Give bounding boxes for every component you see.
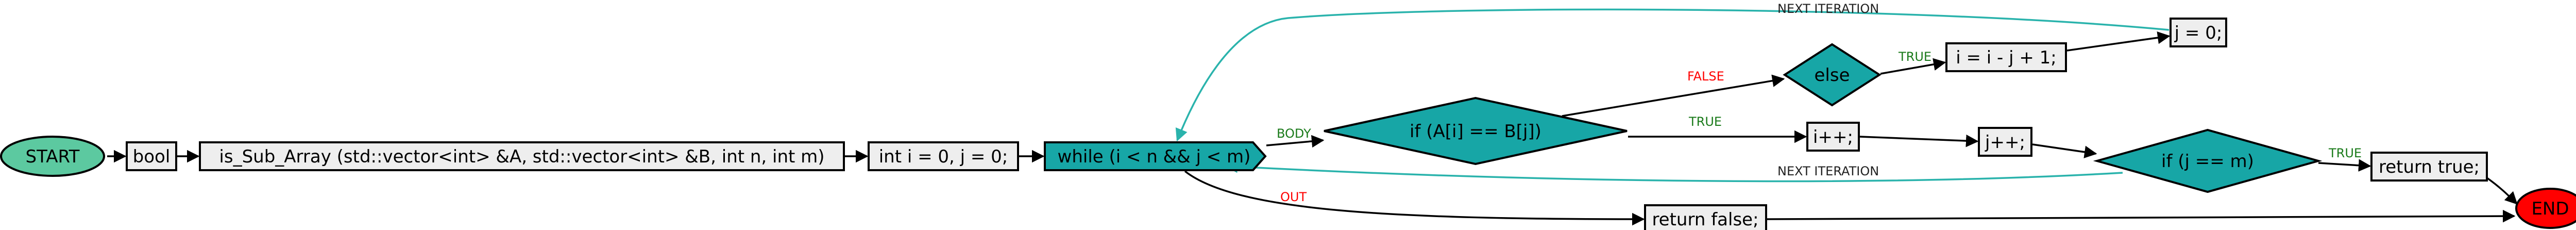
end-label: END bbox=[2531, 199, 2569, 219]
init-label: int i = 0, j = 0; bbox=[879, 146, 1008, 167]
while-label: while (i < n && j < m) bbox=[1058, 146, 1251, 167]
signature-node: is_Sub_Array (std::vector<int> &A, std::… bbox=[199, 141, 845, 171]
return-false-label: return false; bbox=[1652, 209, 1758, 230]
label-true-else: TRUE bbox=[1898, 50, 1931, 64]
bool-label: bool bbox=[133, 146, 171, 167]
edge-else-reset-i bbox=[1880, 58, 1946, 75]
reset-j-node: j = 0; bbox=[2170, 18, 2227, 47]
edge-reset-j-while-loop bbox=[1175, 8, 2170, 142]
label-next-iteration-bottom: NEXT ITERATION bbox=[1777, 164, 1879, 178]
return-true-label: return true; bbox=[2379, 157, 2480, 177]
reset-i-label: i = i - j + 1; bbox=[1956, 47, 2057, 68]
end-node: END bbox=[2515, 188, 2576, 229]
edges bbox=[107, 8, 2518, 226]
inc-i-node: i++; bbox=[1806, 122, 1860, 152]
edge-labels: BODY OUT FALSE TRUE TRUE TRUE NEXT ITERA… bbox=[1277, 2, 2362, 204]
edge-return-true-end bbox=[2483, 174, 2518, 205]
edge-inc-j-if-jm bbox=[2032, 143, 2097, 158]
inc-j-label: j++; bbox=[1985, 132, 2025, 153]
start-node: START bbox=[0, 136, 105, 177]
if-jm-label: if (j == m) bbox=[2161, 151, 2254, 172]
label-true-jm: TRUE bbox=[2328, 146, 2362, 160]
reset-j-label: j = 0; bbox=[2174, 23, 2223, 43]
label-body: BODY bbox=[1277, 126, 1311, 141]
label-next-iteration-top: NEXT ITERATION bbox=[1777, 2, 1879, 16]
edge-while-return-false bbox=[1184, 170, 1645, 226]
init-node: int i = 0, j = 0; bbox=[868, 141, 1019, 171]
if-jm-node: if (j == m) bbox=[2093, 128, 2323, 193]
inc-i-label: i++; bbox=[1813, 127, 1853, 147]
if-eq-label: if (A[i] == B[j]) bbox=[1410, 121, 1541, 142]
else-label: else bbox=[1815, 65, 1850, 86]
edge-return-false-end bbox=[1767, 209, 2516, 223]
return-false-node: return false; bbox=[1644, 204, 1767, 230]
while-node: while (i < n && j < m) bbox=[1044, 141, 1267, 171]
if-eq-node: if (A[i] == B[j]) bbox=[1324, 96, 1628, 166]
edge-inc-i-inc-j bbox=[1859, 134, 1979, 147]
else-node: else bbox=[1783, 43, 1882, 107]
label-out: OUT bbox=[1280, 190, 1307, 204]
return-true-node: return true; bbox=[2370, 152, 2488, 182]
reset-i-node: i = i - j + 1; bbox=[1945, 42, 2067, 72]
label-true-if: TRUE bbox=[1688, 114, 1722, 129]
edge-if-jm-while-loop bbox=[1225, 160, 2123, 183]
edge-while-if-eq bbox=[1266, 135, 1325, 148]
start-label: START bbox=[26, 146, 80, 167]
edge-reset-i-reset-j bbox=[2066, 31, 2171, 52]
signature-label: is_Sub_Array (std::vector<int> &A, std::… bbox=[219, 146, 824, 167]
edge-if-jm-return-true bbox=[2318, 159, 2371, 172]
nodes: START bool is_Sub_Array (std::vector<int… bbox=[0, 18, 2576, 230]
edge-if-eq-else bbox=[1562, 74, 1785, 117]
bool-node: bool bbox=[126, 141, 177, 171]
inc-j-node: j++; bbox=[1978, 127, 2032, 157]
label-false: FALSE bbox=[1687, 69, 1724, 84]
